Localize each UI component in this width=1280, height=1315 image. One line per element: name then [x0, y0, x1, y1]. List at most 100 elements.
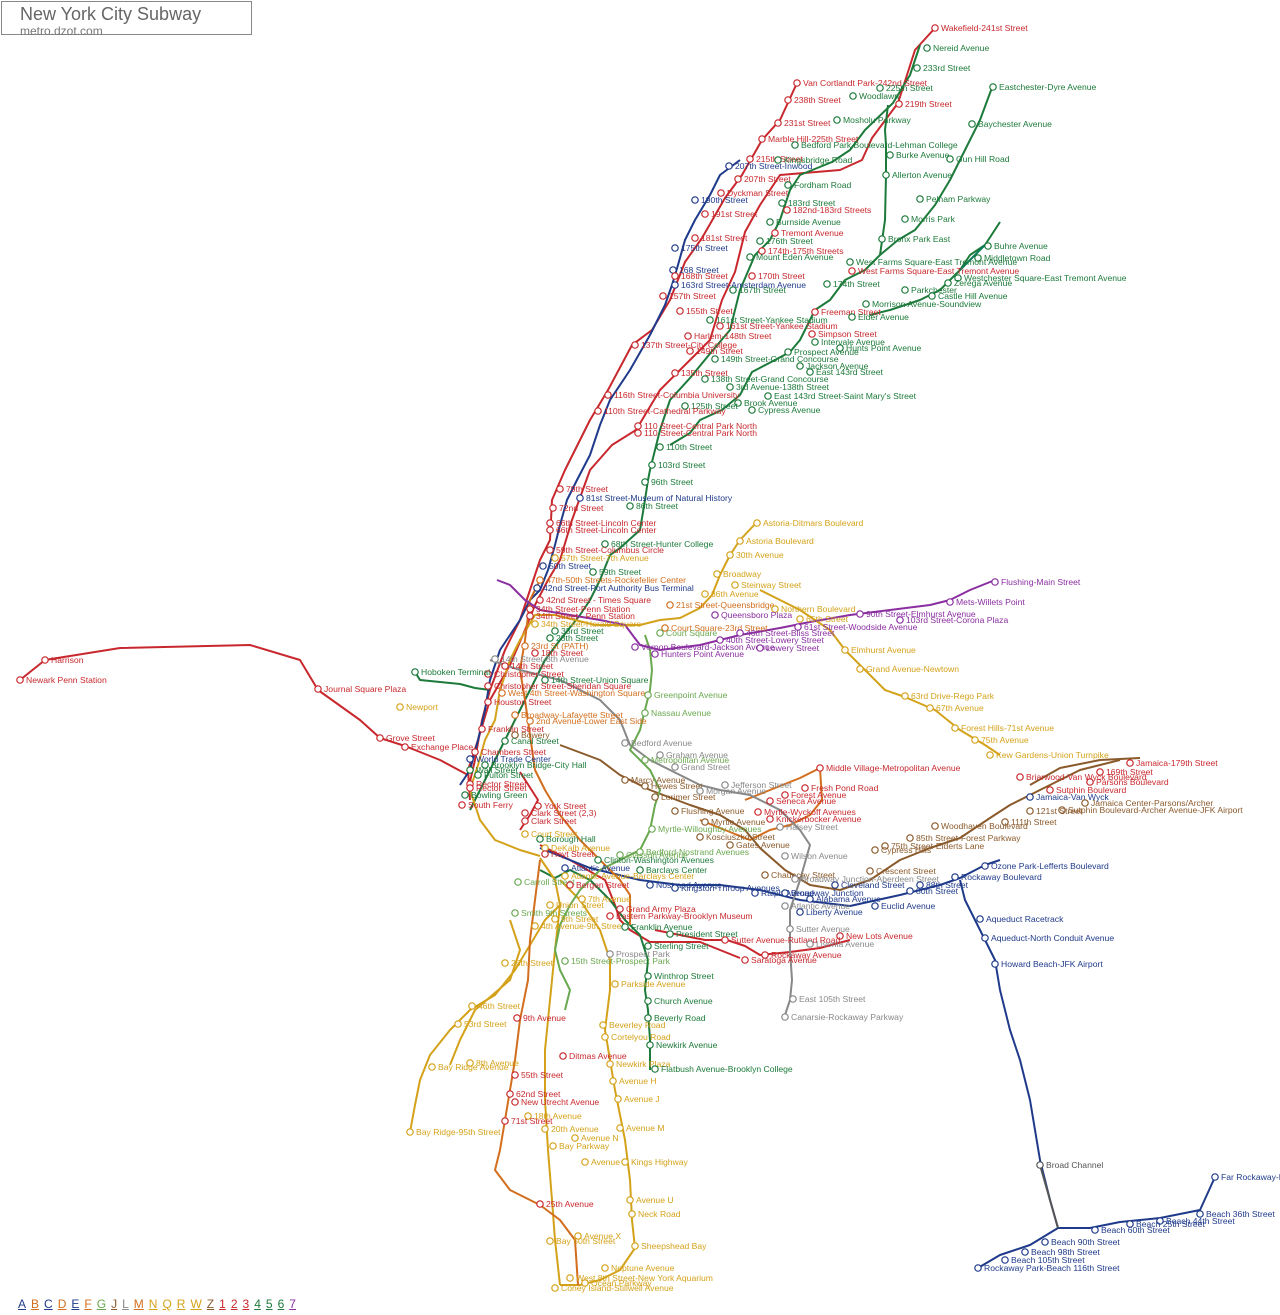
station[interactable]: Carroll Street	[514, 877, 575, 887]
station-label[interactable]: Beach 44th Street	[1166, 1216, 1235, 1226]
station-label[interactable]: Broad Channel	[1046, 1160, 1103, 1170]
station-marker[interactable]	[571, 1134, 579, 1142]
station[interactable]: 53rd Street	[454, 1019, 507, 1029]
station-marker[interactable]	[971, 736, 979, 744]
station-label[interactable]: Parkchester	[911, 285, 957, 295]
station[interactable]: Buhre Avenue	[984, 241, 1048, 251]
station[interactable]: Houston Street	[484, 697, 552, 707]
station-label[interactable]: 75th Avenue	[981, 735, 1029, 745]
station[interactable]: 110th Street-Cathedral Parkway	[594, 406, 727, 416]
station-label[interactable]: 181st Street	[701, 233, 748, 243]
station[interactable]: Ozone Park-Lefferts Boulevard	[981, 861, 1109, 871]
station[interactable]: Middletown Road	[974, 253, 1051, 263]
station[interactable]: Classon Avenue	[616, 850, 688, 860]
station-label[interactable]: 183rd Street	[788, 198, 836, 208]
station-label[interactable]: 30th Avenue	[736, 550, 784, 560]
station-label[interactable]: Bowery	[521, 730, 550, 740]
station[interactable]: Beverly Road	[644, 1013, 706, 1023]
station[interactable]: Cypress Hills	[871, 845, 931, 855]
station-marker[interactable]	[601, 540, 609, 548]
station-marker[interactable]	[895, 100, 903, 108]
station-label[interactable]: Hoyt Street	[551, 849, 595, 859]
station[interactable]: 121st Street	[1026, 806, 1083, 816]
station[interactable]: 20th Avenue	[541, 1124, 599, 1134]
station-label[interactable]: Hewes Street	[651, 781, 703, 791]
station-label[interactable]: 75th Street-Elderts Lane	[891, 841, 984, 851]
station-label[interactable]: 103rd Street-Corona Plaza	[906, 615, 1008, 625]
station-label[interactable]: 138th Street-Grand Concourse	[711, 374, 829, 384]
station[interactable]: Mount Eden Avenue	[746, 252, 834, 262]
station[interactable]: Burke Avenue	[886, 150, 950, 160]
station-marker[interactable]	[986, 751, 994, 759]
station-marker[interactable]	[484, 670, 492, 678]
station-label[interactable]: Flushing-Main Street	[1001, 577, 1081, 587]
station-marker[interactable]	[581, 1158, 589, 1166]
station-marker[interactable]	[651, 1065, 659, 1073]
station-label[interactable]: Greenpoint Avenue	[654, 690, 728, 700]
station-marker[interactable]	[882, 171, 890, 179]
station[interactable]: New Utrecht Avenue	[511, 1097, 600, 1107]
legend-line-l[interactable]: L	[122, 1297, 129, 1311]
station-marker[interactable]	[671, 281, 679, 289]
station-label[interactable]: Metropolitan Avenue	[651, 755, 729, 765]
legend-line-q[interactable]: Q	[162, 1297, 172, 1311]
station-marker[interactable]	[974, 1264, 982, 1272]
station-label[interactable]: Hoboken Terminal	[421, 667, 490, 677]
station[interactable]: Myrtle-Willoughby Avenues	[648, 824, 762, 834]
station-marker[interactable]	[691, 196, 699, 204]
station[interactable]: Canal Street	[501, 736, 560, 746]
station-marker[interactable]	[944, 279, 952, 287]
station-label[interactable]: 163rd Street-Amsterdam Avenue	[681, 280, 806, 290]
station-label[interactable]: Church Avenue	[654, 996, 713, 1006]
station[interactable]: 137th Street-City College	[631, 340, 737, 350]
station-label[interactable]: 42nd Street - Times Square	[546, 595, 651, 605]
station[interactable]: Flushing Avenue	[671, 806, 745, 816]
station-label[interactable]: President Street	[676, 929, 738, 939]
station-label[interactable]: Queensboro Plaza	[721, 610, 792, 620]
station[interactable]: Beverley Road	[599, 1020, 666, 1030]
station-marker[interactable]	[644, 997, 652, 1005]
station-label[interactable]: 61st Street-Woodside Avenue	[804, 622, 918, 632]
station-label[interactable]: 8th Avenue	[476, 1058, 519, 1068]
station[interactable]: Astoria-Ditmars Boulevard	[753, 518, 864, 528]
station-label[interactable]: Jamaica-179th Street	[1136, 758, 1218, 768]
station-label[interactable]: 207th Street	[744, 174, 791, 184]
station-marker[interactable]	[876, 84, 884, 92]
station[interactable]: Pelham Parkway	[916, 194, 991, 204]
station-label[interactable]: West 4th Street-Washington Square	[508, 688, 645, 698]
station-marker[interactable]	[546, 546, 554, 554]
station-marker[interactable]	[551, 1284, 559, 1292]
station-marker[interactable]	[428, 1063, 436, 1071]
station-marker[interactable]	[644, 691, 652, 699]
station-label[interactable]: 149th Street	[696, 346, 743, 356]
legend-line-r[interactable]: R	[176, 1297, 186, 1311]
station[interactable]: Tremont Avenue	[771, 228, 844, 238]
station-label[interactable]: Bay Ridge Avenue	[438, 1062, 509, 1072]
station-marker[interactable]	[796, 362, 804, 370]
station[interactable]: Mosholu Parkway	[833, 115, 912, 125]
station-label[interactable]: Cypress Hills	[881, 845, 931, 855]
station[interactable]: 34th Street - Penn Station	[526, 611, 635, 621]
station-label[interactable]: Northern Boulevard	[781, 604, 856, 614]
station-label[interactable]: 53rd Street	[464, 1019, 507, 1029]
station-label[interactable]: Beach 60th Street	[1101, 1225, 1170, 1235]
station-label[interactable]: Aqueduct Racetrack	[986, 914, 1064, 924]
station-label[interactable]: Ozone Park-Lefferts Boulevard	[991, 861, 1109, 871]
station[interactable]: Bergen Street	[566, 880, 630, 890]
station-marker[interactable]	[901, 215, 909, 223]
station-marker[interactable]	[748, 272, 756, 280]
station-label[interactable]: Forest Hills-71st Avenue	[961, 723, 1054, 733]
station-marker[interactable]	[849, 92, 857, 100]
station-marker[interactable]	[1126, 759, 1134, 767]
station-marker[interactable]	[771, 229, 779, 237]
station-marker[interactable]	[734, 399, 742, 407]
station-marker[interactable]	[793, 79, 801, 87]
station-marker[interactable]	[701, 375, 709, 383]
station[interactable]: West 8th Street-New York Aquarium	[566, 1273, 713, 1283]
station-marker[interactable]	[526, 605, 534, 613]
station[interactable]: Sutphin Boulevard-Archer Avenue-JFK Airp…	[1058, 805, 1243, 815]
station-label[interactable]: Far Rockaway-Mott Avenue	[1221, 1172, 1280, 1182]
station-label[interactable]: 67th Avenue	[936, 703, 984, 713]
station-marker[interactable]	[641, 756, 649, 764]
station-label[interactable]: Avenue H	[619, 1076, 657, 1086]
